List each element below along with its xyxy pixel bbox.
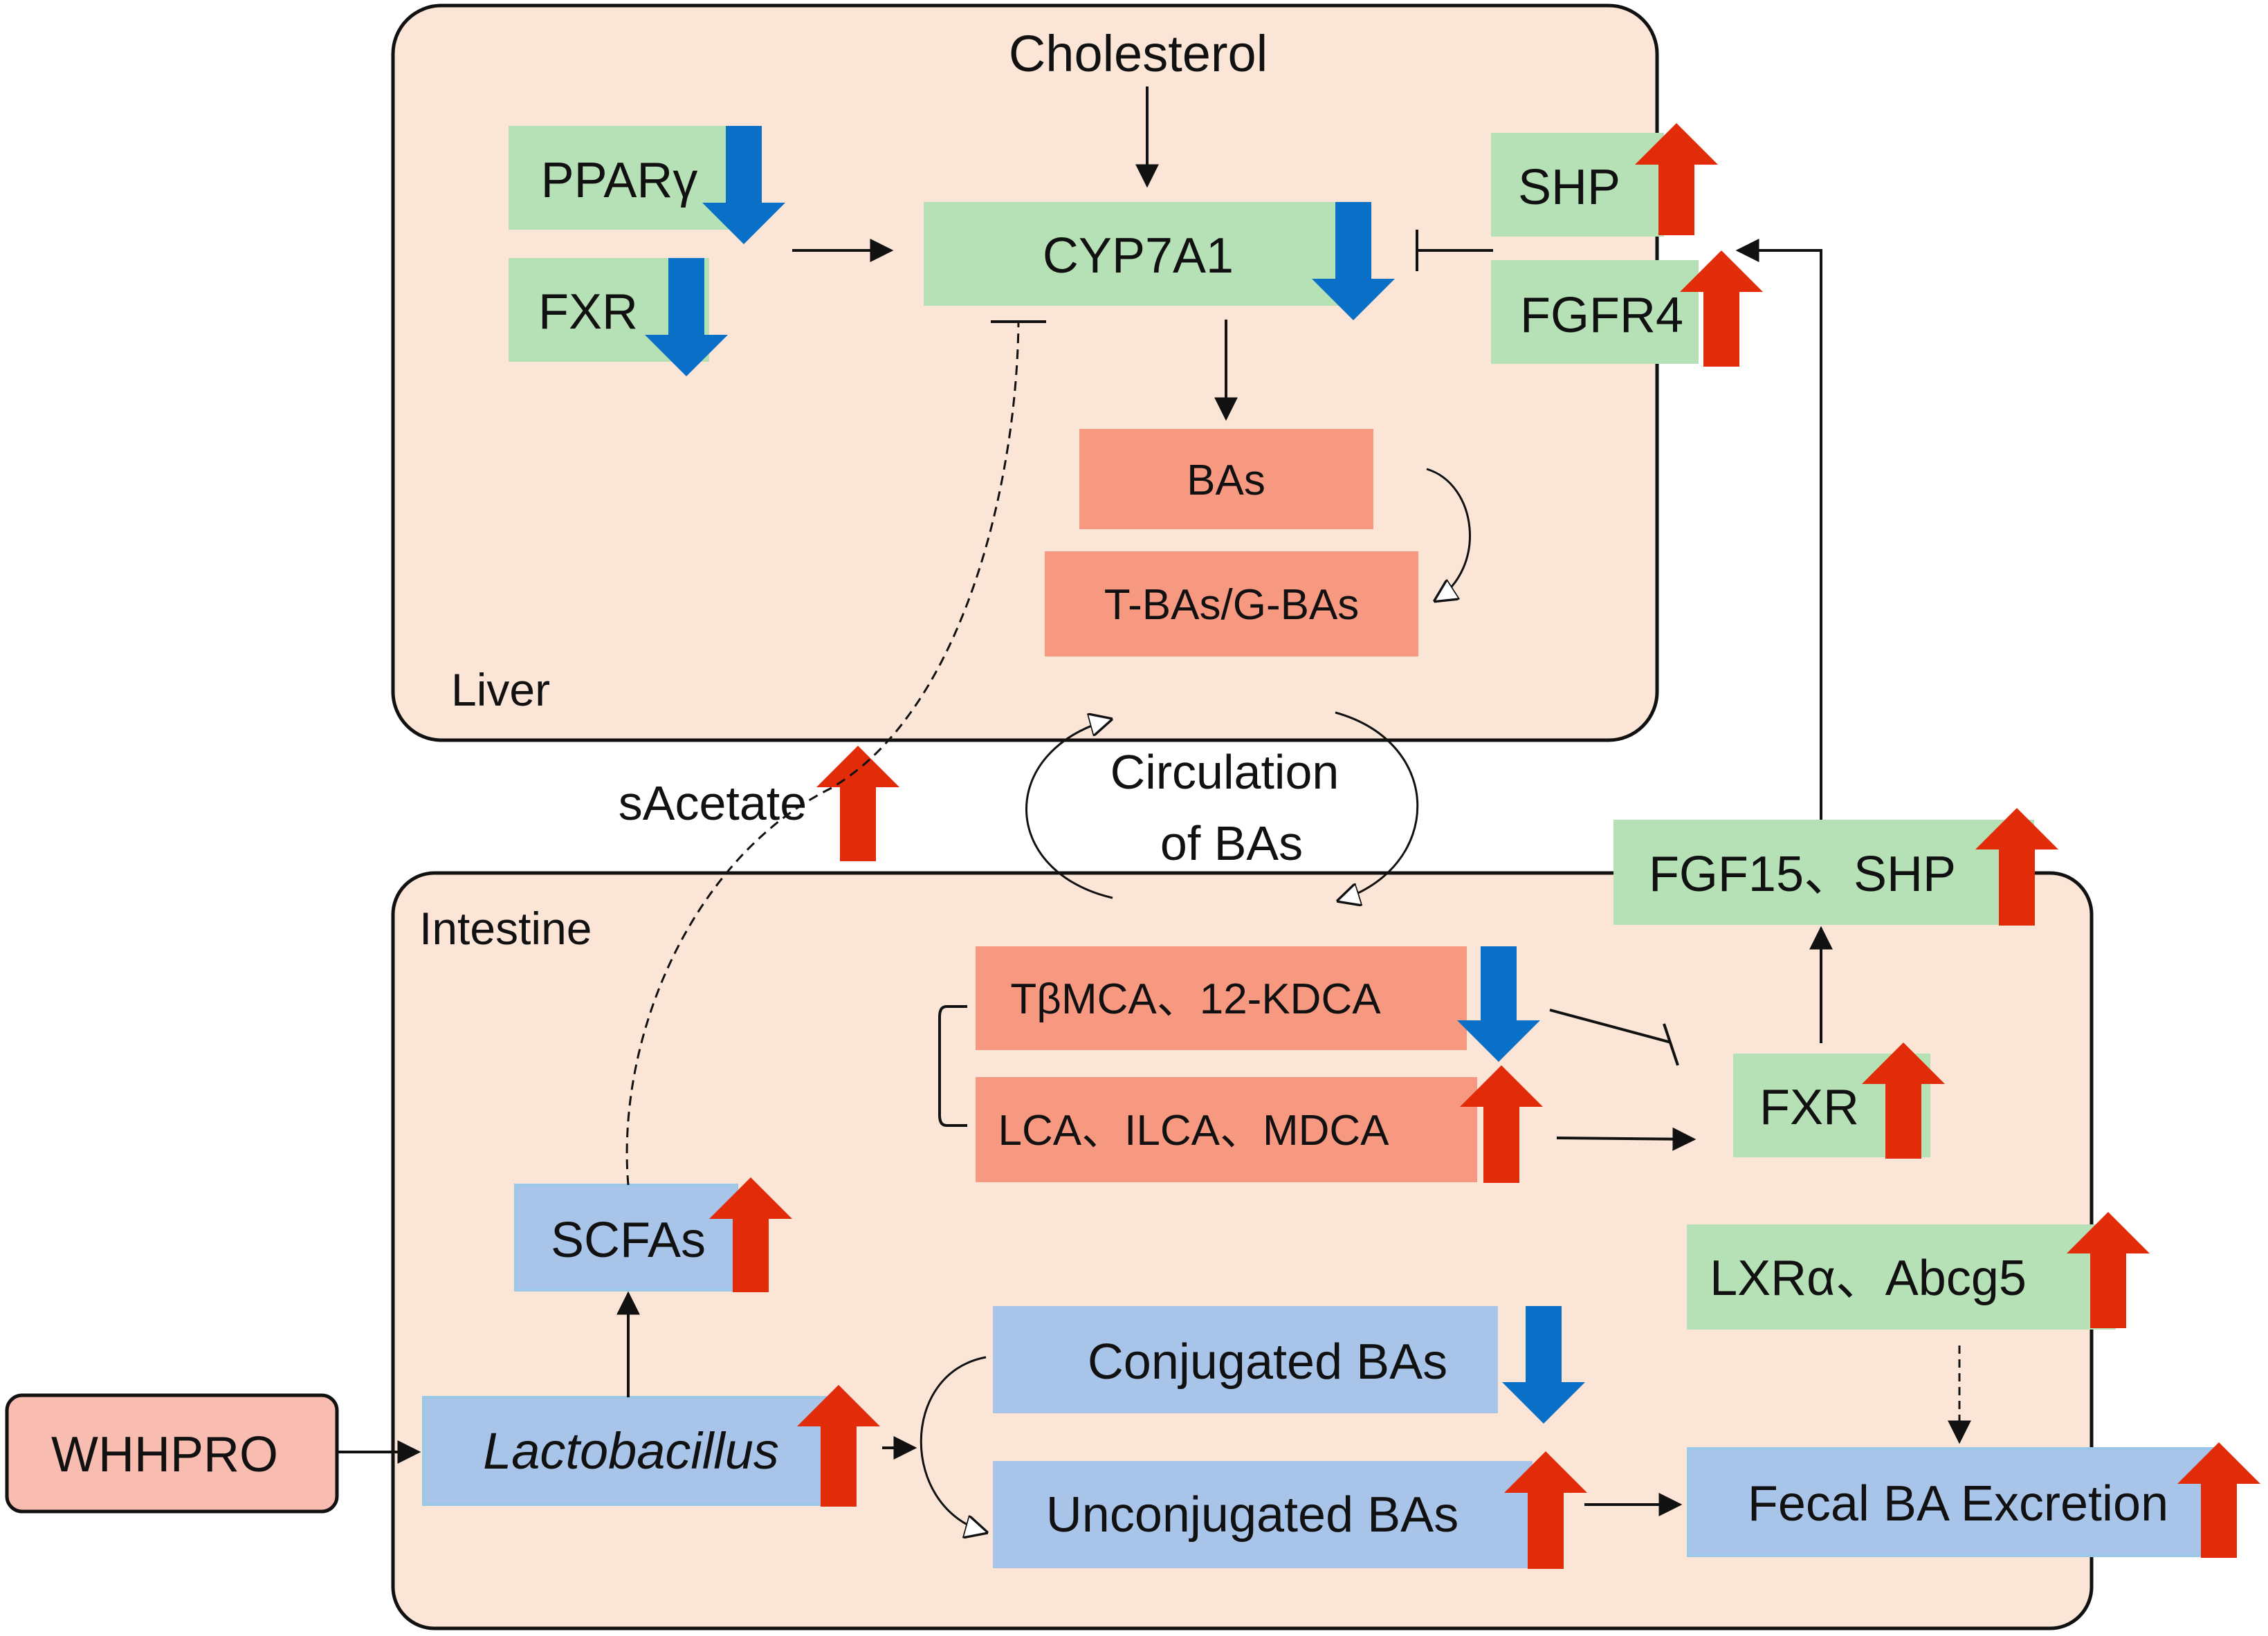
ppar-gamma-down-arrow (702, 126, 785, 244)
lca-box (976, 1077, 1477, 1182)
tbmca-down-arrow (1457, 946, 1540, 1062)
fgf15-shp-label: FGF15、SHP (1649, 847, 1956, 902)
bas-to-tbas-curved-arrow (1426, 468, 1471, 600)
lactobacillus-up-arrow (797, 1385, 880, 1507)
circulation-label-line2: of BAs (1160, 816, 1303, 870)
fxr-liver-label: FXR (538, 284, 638, 340)
fxr-intestine-label: FXR (1759, 1080, 1859, 1135)
lxr-abcg5-up-arrow (2067, 1212, 2150, 1328)
unconjugated-bas-up-arrow (1504, 1451, 1587, 1569)
conjugated-to-unconjugated-curved-arrow (920, 1356, 986, 1532)
fecal-excretion-up-arrow (2177, 1442, 2260, 1558)
cholesterol-label: Cholesterol (1009, 25, 1268, 82)
fgfr4-label: FGFR4 (1520, 288, 1683, 343)
ppar-gamma-box (509, 126, 737, 230)
lca-up-arrow (1460, 1065, 1543, 1183)
lxr-abcg5-box (1687, 1224, 2116, 1330)
liver-compartment (391, 3, 1659, 742)
unconjugated-bas-box (993, 1461, 1533, 1568)
tbmca-inhibits-fxr (1549, 1009, 1679, 1066)
fecal-excretion-box (1687, 1447, 2215, 1557)
cyp7a1-box (924, 202, 1366, 306)
tbas-gbas-label: T-BAs/G-BAs (1104, 581, 1360, 629)
scfas-up-arrow (709, 1177, 792, 1292)
fgf15-to-fgfr4-arrow (1735, 239, 1822, 820)
conjugated-bas-down-arrow (1502, 1306, 1585, 1424)
whhpro-label: WHHPRO (51, 1427, 278, 1482)
lactobacillus-label: Lactobacillus (483, 1422, 779, 1480)
bas-label: BAs (1187, 457, 1265, 504)
scfas-box (514, 1184, 738, 1292)
lxr-abcg5-label: LXRα、Abcg5 (1710, 1251, 2027, 1306)
fecal-excretion-label: Fecal BA Excretion (1748, 1476, 2168, 1532)
cyp7a1-down-arrow (1312, 202, 1395, 320)
cyp7a1-label: CYP7A1 (1043, 228, 1234, 284)
lca-label: LCA、ILCA、MDCA (998, 1107, 1390, 1155)
shp-liver-box (1491, 133, 1664, 237)
intestine-label: Intestine (419, 903, 592, 954)
acetate-inhibits-cyp7a1 (625, 320, 1046, 1186)
fgfr4-up-arrow (1680, 250, 1763, 367)
fgf15-shp-box (1613, 820, 2034, 925)
sacetate-label: sAcetate (619, 776, 807, 830)
scfas-label: SCFAs (551, 1213, 706, 1268)
unconjugated-bas-label: Unconjugated BAs (1046, 1487, 1458, 1543)
fxr-liver-down-arrow (645, 258, 728, 376)
circulation-left-arrow (1025, 719, 1113, 899)
liver-label: Liver (451, 664, 550, 715)
tbmca-label: TβMCA、12-KDCA (1010, 975, 1381, 1023)
conjugated-bas-box (993, 1306, 1498, 1413)
lca-to-fxr-arrow (1556, 1127, 1697, 1151)
bile-acid-group-bracket (938, 1005, 967, 1127)
sacetate-up-arrow (816, 746, 899, 861)
fxr-intestine-up-arrow (1862, 1042, 1945, 1159)
fgfr4-box (1491, 260, 1699, 364)
tbmca-box (976, 946, 1467, 1050)
shp-fgfr4-inhibits-cyp7a1 (1416, 230, 1493, 271)
circulation-right-arrow (1335, 711, 1419, 901)
ppar-gamma-label: PPARγ (541, 153, 698, 208)
circulation-label-line1: Circulation (1110, 745, 1339, 799)
shp-liver-up-arrow (1635, 123, 1718, 235)
bas-box (1079, 429, 1373, 529)
tbas-gbas-box (1045, 551, 1418, 656)
shp-liver-label: SHP (1518, 160, 1620, 215)
fgf15-shp-up-arrow (1975, 808, 2058, 926)
lactobacillus-box (422, 1396, 847, 1506)
conjugated-bas-label: Conjugated BAs (1088, 1334, 1447, 1390)
